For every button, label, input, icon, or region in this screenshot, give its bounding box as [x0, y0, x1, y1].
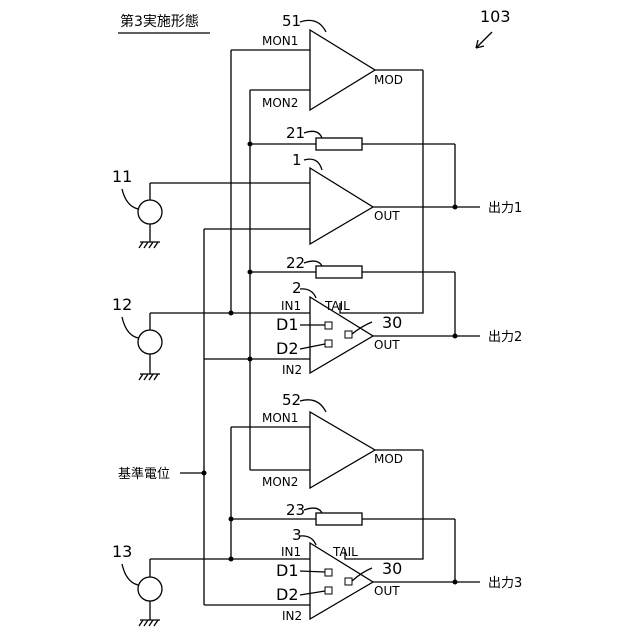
output-2-label: 出力2 [488, 330, 522, 345]
amp-2-d1: D1 [276, 315, 299, 334]
amp-52-ref: 52 [282, 391, 301, 409]
reference-label: 基準電位 [118, 466, 170, 482]
resistor-21-leader [304, 131, 322, 138]
source-13-ref: 13 [112, 542, 132, 561]
amp-2-d2-box [325, 340, 332, 347]
amp-52-in-bot: MON2 [262, 475, 298, 489]
source-12-ref: 12 [112, 295, 132, 314]
amp-3-d1: D1 [276, 561, 299, 580]
resistor-22 [316, 266, 362, 278]
amp-2-out: OUT [374, 338, 400, 352]
source-13-leader [122, 564, 138, 585]
resistor-21 [316, 138, 362, 150]
resistor-22-ref: 22 [286, 254, 305, 272]
ground-icon [139, 620, 160, 626]
amp-2-leader [300, 289, 316, 298]
wire [345, 450, 423, 559]
amp-51-out: MOD [374, 73, 403, 87]
figure-ref-arrow [476, 32, 492, 48]
resistor-22-leader [304, 261, 322, 266]
amp-3-cmp-ref: 30 [382, 559, 402, 578]
resistor-23 [316, 513, 362, 525]
amp-51-in-top: MON1 [262, 34, 298, 48]
amp-1-leader [304, 159, 322, 170]
source-13 [138, 577, 162, 601]
amp-3-cmp-box [345, 578, 352, 585]
source-11 [138, 200, 162, 224]
amp-2-tail: TAIL [324, 299, 350, 313]
source-12 [138, 330, 162, 354]
amp-52-out: MOD [374, 452, 403, 466]
amp-1 [310, 168, 373, 244]
amp-2-cmp-box [345, 331, 352, 338]
amp-51-in-bot: MON2 [262, 96, 298, 110]
amp-1-ref: 1 [292, 151, 302, 169]
amp-52 [310, 412, 375, 488]
amp-3-in-top: IN1 [281, 545, 301, 559]
junction-dot [248, 270, 253, 275]
amp-3-d2: D2 [276, 585, 299, 604]
amp-52-in-top: MON1 [262, 411, 298, 425]
amp-2-d2: D2 [276, 339, 299, 358]
amp-2-in-bot: IN2 [282, 363, 302, 377]
junction-dot [229, 517, 234, 522]
resistor-21-ref: 21 [286, 124, 305, 142]
amp-3-d2-box [325, 587, 332, 594]
amp-2-cmp-ref: 30 [382, 313, 402, 332]
resistor-23-ref: 23 [286, 501, 305, 519]
amp-51-leader [300, 20, 326, 32]
junction-dot [229, 557, 234, 562]
junction-dot [248, 357, 253, 362]
amp-51 [310, 30, 375, 110]
output-3-label: 出力3 [488, 576, 522, 591]
amp-3-leader [300, 536, 316, 545]
source-11-leader [122, 189, 138, 209]
junction-dot [202, 471, 207, 476]
amp-1-out: OUT [374, 209, 400, 223]
source-12-leader [122, 317, 138, 338]
amp-3-d1-box [325, 569, 332, 576]
junction-dot [229, 311, 234, 316]
diagram-title: 第3実施形態 [120, 13, 199, 30]
amp-2-ref: 2 [292, 279, 302, 297]
amp-52-leader [300, 400, 326, 412]
amp-3-ref: 3 [292, 526, 302, 544]
output-1-label: 出力1 [488, 201, 522, 216]
amp-3-out: OUT [374, 584, 400, 598]
amp-2-in-top: IN1 [281, 299, 301, 313]
ground-icon [139, 374, 160, 380]
resistor-23-leader [304, 508, 322, 513]
figure-ref: 103 [480, 7, 511, 26]
junction-dot [248, 142, 253, 147]
amp-51-ref: 51 [282, 12, 301, 30]
ground-icon [139, 242, 160, 248]
source-11-ref: 11 [112, 167, 132, 186]
amp-3-in-bot: IN2 [282, 609, 302, 623]
amp-2-d1-box [325, 322, 332, 329]
